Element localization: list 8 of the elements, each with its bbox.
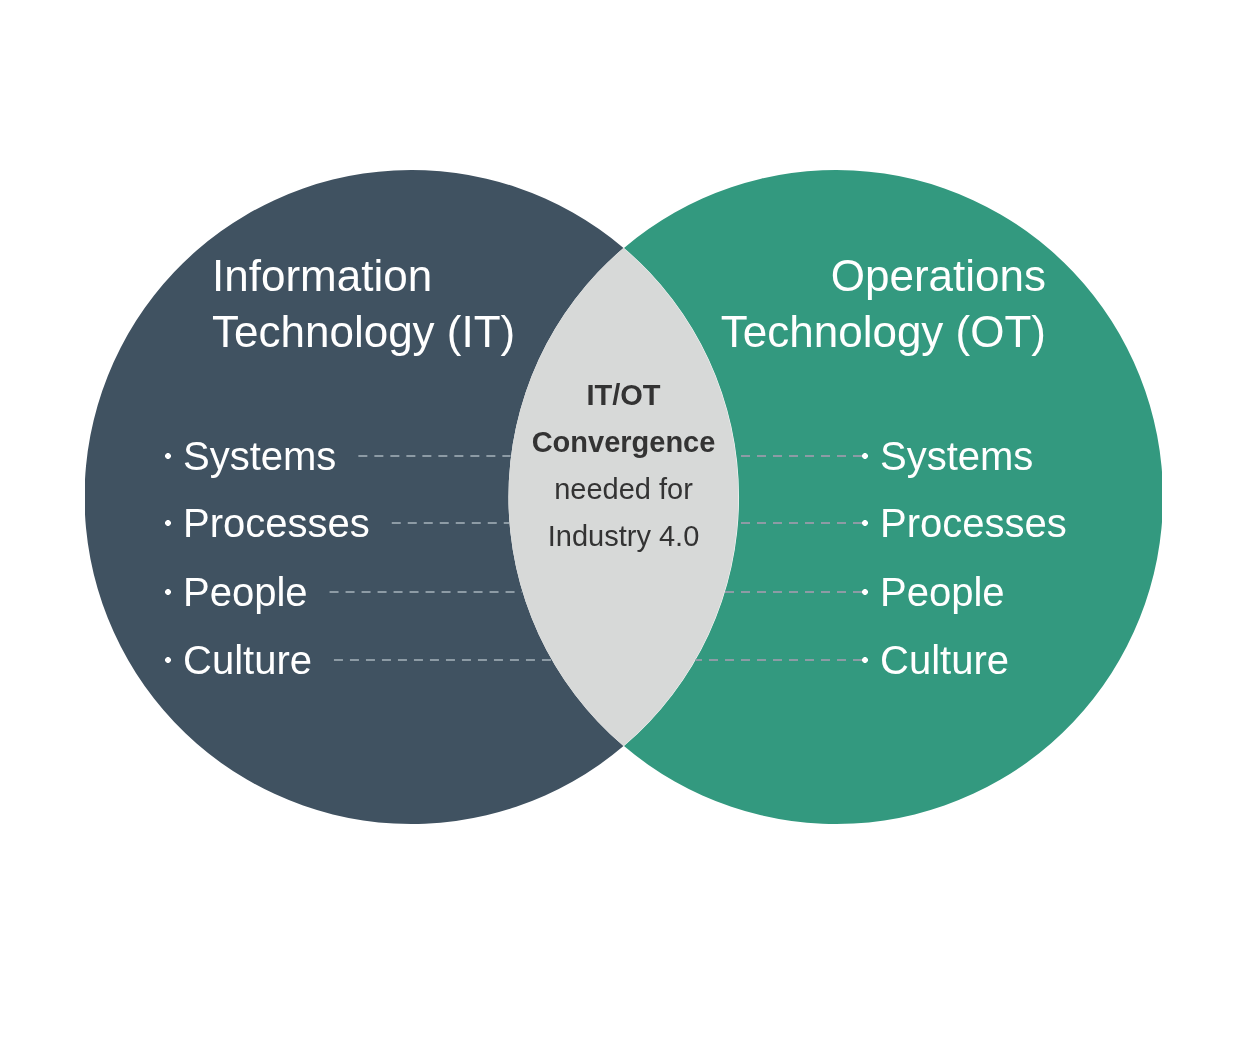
leader-line (390, 522, 511, 524)
lens-text: needed for Industry 4.0 (546, 472, 701, 554)
circle-heading: Operations Technology (OT) (719, 250, 1046, 358)
circle-heading: Information Technology (IT) (212, 250, 517, 358)
leader-line (332, 659, 553, 661)
leader-line (357, 455, 512, 457)
leader-line (694, 659, 863, 661)
leader-line (723, 591, 863, 593)
